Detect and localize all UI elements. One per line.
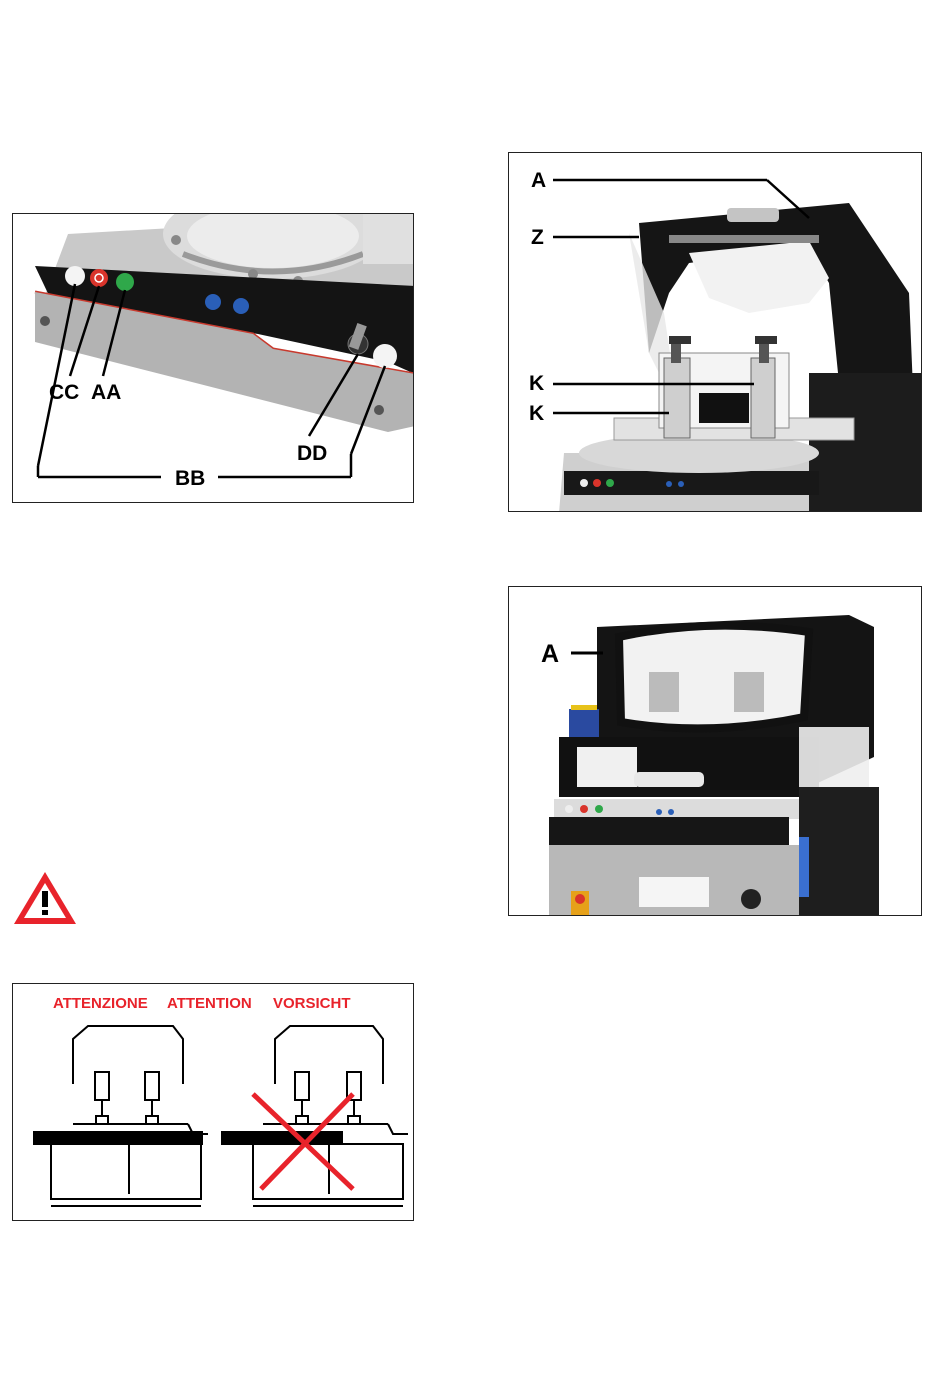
open-guard-photo: A Z K K (508, 152, 922, 512)
label-aa: AA (91, 382, 121, 403)
label-a-closed: A (541, 642, 559, 667)
attention-diagram: ATTENZIONE ATTENTION VORSICHT (12, 983, 414, 1221)
label-cc: CC (49, 382, 79, 403)
label-bb: BB (175, 468, 205, 489)
closed-guard-photo: A (508, 586, 922, 916)
label-dd: DD (297, 443, 327, 464)
label-z: Z (531, 227, 544, 248)
attention-drawing (13, 984, 414, 1221)
label-a: A (531, 170, 546, 191)
warning-triangle-icon (10, 868, 80, 928)
open-guard-illustration (509, 153, 922, 512)
control-panel-illustration (13, 214, 414, 503)
label-k-lower: K (529, 403, 544, 424)
label-k-upper: K (529, 373, 544, 394)
closed-guard-illustration (509, 587, 922, 916)
control-panel-photo: CC AA DD BB (12, 213, 414, 503)
